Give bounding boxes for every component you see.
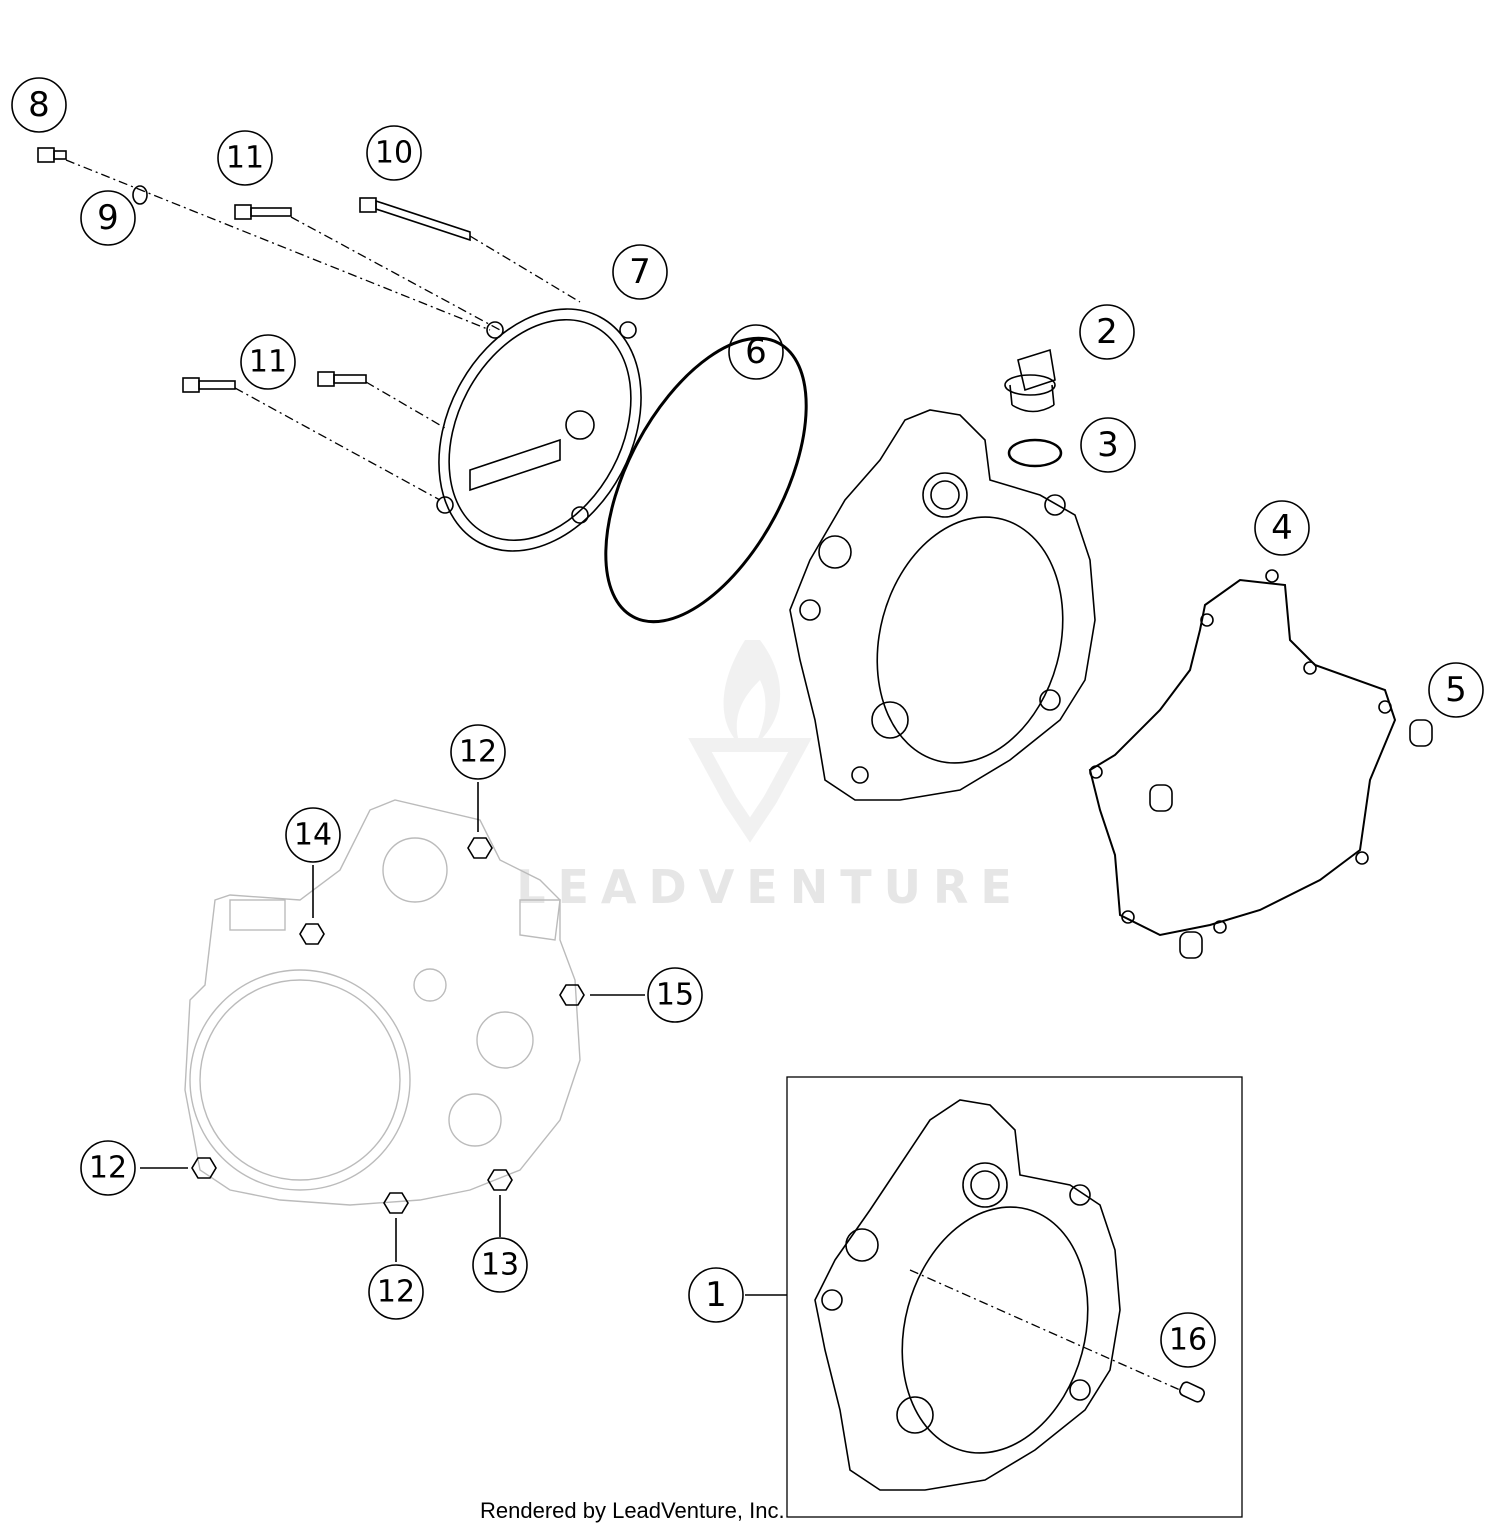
washer-9: [132, 185, 148, 205]
svg-text:8: 8: [28, 85, 50, 125]
watermark-text: LEADVENTURE: [516, 860, 1024, 914]
callout-12-bottom: 12: [368, 1264, 424, 1320]
svg-text:12: 12: [89, 1151, 127, 1186]
bolt-10: [359, 197, 471, 242]
bolt-11-lower-b: [317, 371, 367, 387]
svg-text:13: 13: [481, 1248, 519, 1283]
svg-text:12: 12: [377, 1275, 415, 1310]
cover-assembly-view: [184, 799, 581, 1206]
leader-11c: [365, 381, 446, 429]
callout-9: 9: [80, 190, 136, 246]
dowel-pins-5: [1149, 719, 1433, 959]
callout-11-bottom: 11: [240, 334, 296, 390]
callout-12-left: 12: [80, 1140, 136, 1196]
svg-text:3: 3: [1097, 425, 1119, 465]
gasket-4: [1088, 569, 1397, 937]
svg-text:6: 6: [745, 332, 767, 372]
svg-text:7: 7: [629, 252, 651, 292]
clutch-cover-main: [789, 409, 1096, 801]
svg-text:14: 14: [294, 818, 332, 853]
callout-15: 15: [647, 967, 703, 1023]
svg-text:11: 11: [226, 141, 264, 176]
callout-13: 13: [472, 1237, 528, 1293]
callout-16: 16: [1160, 1312, 1216, 1368]
callout-12-top: 12: [450, 724, 506, 780]
callout-1: 1: [688, 1267, 744, 1323]
leader-11b: [234, 387, 441, 501]
callout-14: 14: [285, 807, 341, 863]
svg-text:12: 12: [459, 735, 497, 770]
screw-plug-2: [1004, 348, 1056, 413]
callout-6: 6: [728, 324, 784, 380]
callout-11-top: 11: [217, 130, 273, 186]
o-ring-6: [604, 336, 808, 624]
bolt-heads: [191, 837, 585, 1214]
footer-credit: Rendered by LeadVenture, Inc.: [480, 1498, 785, 1523]
callout-8: 8: [11, 77, 67, 133]
callout-3: 3: [1080, 417, 1136, 473]
svg-text:16: 16: [1169, 1323, 1207, 1358]
callout-2: 2: [1079, 304, 1135, 360]
svg-text:4: 4: [1271, 508, 1293, 548]
watermark-logo: [688, 640, 812, 843]
bolt-11-upper: [234, 204, 292, 220]
callout-7: 7: [612, 244, 668, 300]
callout-10: 10: [366, 125, 422, 181]
svg-text:9: 9: [97, 198, 119, 238]
svg-text:15: 15: [656, 978, 694, 1013]
callout-arrows: [140, 782, 645, 1262]
svg-text:10: 10: [375, 136, 413, 171]
leader-11a: [290, 216, 501, 331]
leader-10: [469, 235, 581, 303]
cover-assembly-1-box: [745, 1076, 1243, 1518]
svg-text:1: 1: [705, 1275, 727, 1315]
leader-8: [65, 159, 491, 331]
clutch-cover-7: [436, 308, 642, 552]
o-ring-3: [1007, 438, 1063, 468]
svg-text:5: 5: [1445, 670, 1467, 710]
bolt-11-lower-a: [182, 377, 236, 393]
callout-5: 5: [1428, 662, 1484, 718]
bolt-8: [37, 147, 67, 163]
svg-text:11: 11: [249, 345, 287, 380]
svg-text:2: 2: [1096, 312, 1118, 352]
callout-4: 4: [1254, 500, 1310, 556]
